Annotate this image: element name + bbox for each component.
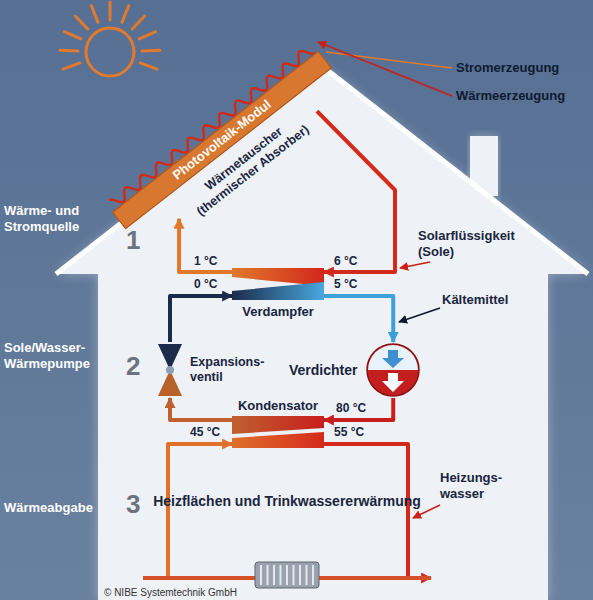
sun-ray <box>142 49 160 53</box>
pipe-connector <box>179 219 232 272</box>
sun-rays <box>60 2 160 69</box>
roof-edge <box>56 66 588 274</box>
pipe-connector <box>324 398 393 420</box>
sun-ray <box>132 16 145 29</box>
house-glow <box>56 66 588 600</box>
section-label: Wärmeabgabe <box>4 500 93 516</box>
water-side <box>232 432 324 448</box>
evaporator: Verdampfer <box>232 266 324 320</box>
radiator-fin <box>260 565 262 585</box>
sun <box>86 28 134 76</box>
node-text: Verdichter <box>289 362 357 379</box>
pipe-connector <box>324 444 431 578</box>
radiator-fin <box>299 565 301 585</box>
radiator <box>255 562 319 588</box>
leader-line <box>400 262 430 268</box>
flow-arrow <box>382 373 404 392</box>
solar-side <box>232 268 324 286</box>
pipe-connector <box>170 398 232 420</box>
temperature: 5 °C <box>334 278 357 291</box>
node-text: Heizflächen und Trinkwassererwärmung <box>153 492 421 510</box>
flow-arrow <box>382 350 404 368</box>
radiator-fin <box>286 565 288 585</box>
pipe-connector <box>324 296 393 342</box>
sun-ray <box>63 63 80 69</box>
callout-label: Heizungs- wasser <box>440 470 512 502</box>
heating-surfaces: Heizflächen und Trinkwassererwärmung <box>143 488 431 593</box>
sun-ray <box>109 2 112 20</box>
sun-ray <box>91 6 98 23</box>
node-text: Kondensator <box>232 398 324 414</box>
compressor: Verdichter <box>289 342 421 398</box>
radiator-fin <box>267 565 269 585</box>
temperature: 1 °C <box>194 255 217 268</box>
section-label: Sole/Wasser-Wärmepumpe <box>4 340 98 372</box>
sun-ray <box>122 6 129 23</box>
callout-number: 2 <box>126 352 140 381</box>
temperature: 45 °C <box>190 426 220 439</box>
leader-line <box>326 52 452 68</box>
compressor-symbol <box>365 342 421 398</box>
callout-label: Kältemittel <box>442 292 508 308</box>
pipe-connector <box>143 444 232 578</box>
valve-symbol <box>156 342 184 398</box>
section-label: Wärme- und Stromquelle <box>4 203 96 235</box>
callout-label: Wärmeerzeugung <box>456 88 565 104</box>
node-text: Expansions- ventil <box>190 355 280 385</box>
callout-label: Stromerzeugung <box>456 60 559 76</box>
temperature: 6 °C <box>334 255 357 268</box>
callout-number: 1 <box>126 226 140 255</box>
callout-number: 3 <box>126 490 140 519</box>
compressor-inlet <box>368 345 418 370</box>
condenser-shape <box>232 414 324 450</box>
radiator-fin <box>293 565 295 585</box>
sun-ray <box>64 32 80 39</box>
radiator-fin <box>273 565 275 585</box>
sun-ray <box>139 32 155 39</box>
radiator-fin <box>280 565 282 585</box>
evaporator-shape <box>232 266 324 302</box>
node-text: Verdampfer <box>232 302 324 320</box>
compressor-body <box>367 344 419 396</box>
refrigerant-side <box>232 416 324 434</box>
radiator-fin <box>306 565 308 585</box>
temperature: 55 °C <box>334 426 364 439</box>
callout-label: Solarflüssigkeit (Sole) <box>418 228 533 260</box>
condenser: Kondensator <box>232 398 324 450</box>
temperature: 80 °C <box>336 402 366 415</box>
copyright-note: © NIBE Systemtechnik GmbH <box>104 586 237 599</box>
pipe-connector <box>317 111 395 272</box>
refrigerant-side <box>232 282 324 300</box>
leader-line <box>318 42 452 96</box>
sun-ray <box>60 49 78 53</box>
pipe-connector <box>170 296 232 342</box>
sun-ray <box>75 16 88 29</box>
house <box>56 66 588 600</box>
radiator-fin <box>312 565 314 585</box>
expansion-valve: Expansions- ventil <box>156 342 280 398</box>
sun-ray <box>140 63 157 69</box>
valve-pivot <box>166 366 174 374</box>
leader-line <box>399 308 440 322</box>
temperature: 0 °C <box>194 278 217 291</box>
